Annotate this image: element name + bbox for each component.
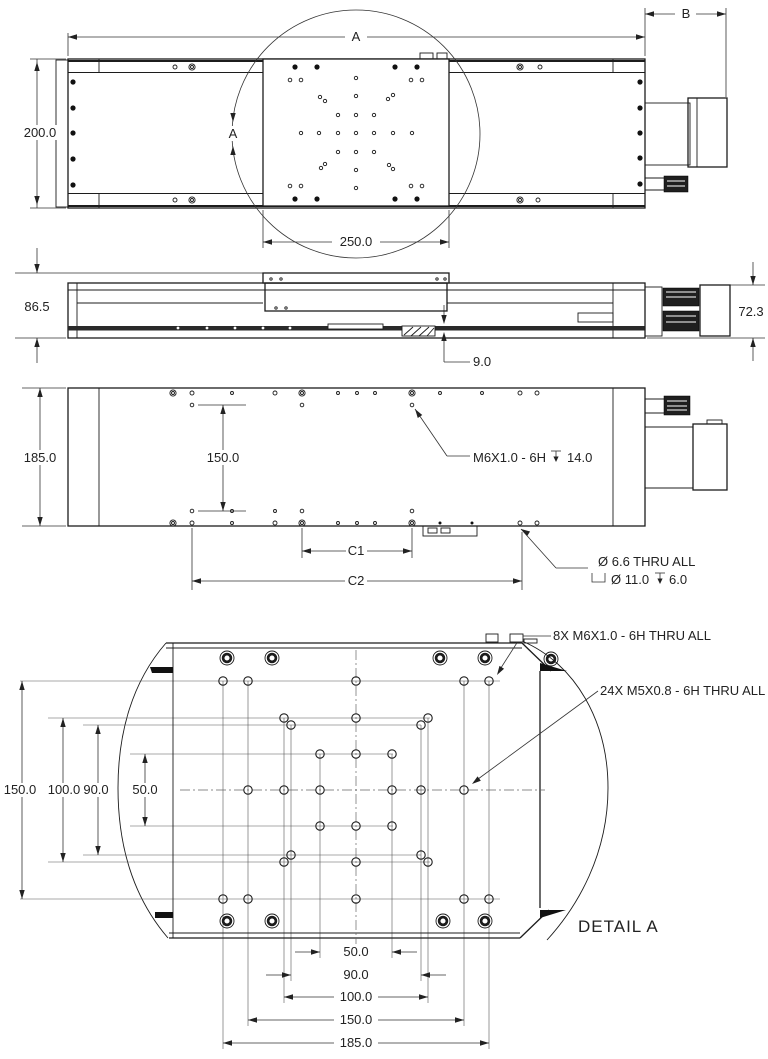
dim-label-detail-h50: 50.0 — [343, 944, 368, 959]
label-bg — [225, 126, 242, 141]
dim-label-carriage-length: 250.0 — [340, 234, 373, 249]
side-view-geometry — [15, 248, 765, 363]
dim-label-stage-width: 200.0 — [24, 125, 57, 140]
label-bg — [2, 783, 38, 797]
dimension-labels: A B 200.0 250.0 A 86.5 72.3 9.0 185.0 15… — [2, 6, 765, 1050]
callout-cbore-depth: 6.0 — [669, 572, 687, 587]
callout-m6-thru: 8X M6X1.0 - 6H THRU ALL — [553, 628, 711, 643]
dim-label-motor-height: 72.3 — [738, 304, 763, 319]
dim-label-detail-v100: 100.0 — [48, 782, 81, 797]
callout-thru-hole: Ø 6.6 THRU ALL — [598, 554, 695, 569]
label-bg — [16, 125, 63, 140]
callout-tapped-hole: M6X1.0 - 6H — [473, 450, 546, 465]
depth-symbol — [551, 450, 561, 462]
callout-tapped-depth: 14.0 — [567, 450, 592, 465]
dim-label-detail-h100: 100.0 — [340, 989, 373, 1004]
depth-symbol — [655, 572, 665, 584]
dim-label-overall-length: A — [352, 29, 361, 44]
label-bg — [200, 450, 246, 465]
dim-label-c1: C1 — [348, 543, 365, 558]
callout-m5-thru: 24X M5X0.8 - 6H THRU ALL — [600, 683, 765, 698]
label-bg — [81, 783, 111, 797]
top-view-geometry — [30, 8, 728, 259]
dim-label-detail-v90: 90.0 — [83, 782, 108, 797]
dim-label-detail-h185: 185.0 — [340, 1035, 373, 1050]
label-bg — [17, 450, 63, 465]
detail-view-geometry — [19, 633, 609, 1049]
bottom-view-geometry — [22, 387, 728, 590]
dim-label-motor-overhang: B — [682, 6, 691, 21]
dim-label-detail-h90: 90.0 — [343, 967, 368, 982]
label-bg — [345, 573, 367, 588]
detail-view-title: DETAIL A — [578, 917, 659, 936]
label-bg — [345, 29, 367, 44]
label-bg — [332, 234, 380, 249]
label-bg — [334, 989, 378, 1003]
dim-label-c2: C2 — [348, 573, 365, 588]
label-bg — [334, 1035, 378, 1049]
counterbore-symbol — [591, 573, 606, 583]
dim-label-overall-height: 86.5 — [24, 299, 49, 314]
dim-label-base-hole-span: 150.0 — [207, 450, 240, 465]
label-bg — [46, 783, 82, 797]
dim-label-detail-v50: 50.0 — [132, 782, 157, 797]
dim-label-detail-h150: 150.0 — [340, 1012, 373, 1027]
label-bg — [334, 1012, 378, 1026]
dim-label-detail-v150: 150.0 — [4, 782, 37, 797]
callout-cbore-dia: Ø 11.0 — [611, 572, 649, 587]
section-marker-label: A — [229, 126, 238, 141]
label-bg — [675, 6, 696, 21]
dim-label-base-offset: 9.0 — [473, 354, 491, 369]
label-bg — [130, 783, 160, 797]
label-bg — [346, 543, 367, 558]
dim-label-base-width: 185.0 — [24, 450, 57, 465]
